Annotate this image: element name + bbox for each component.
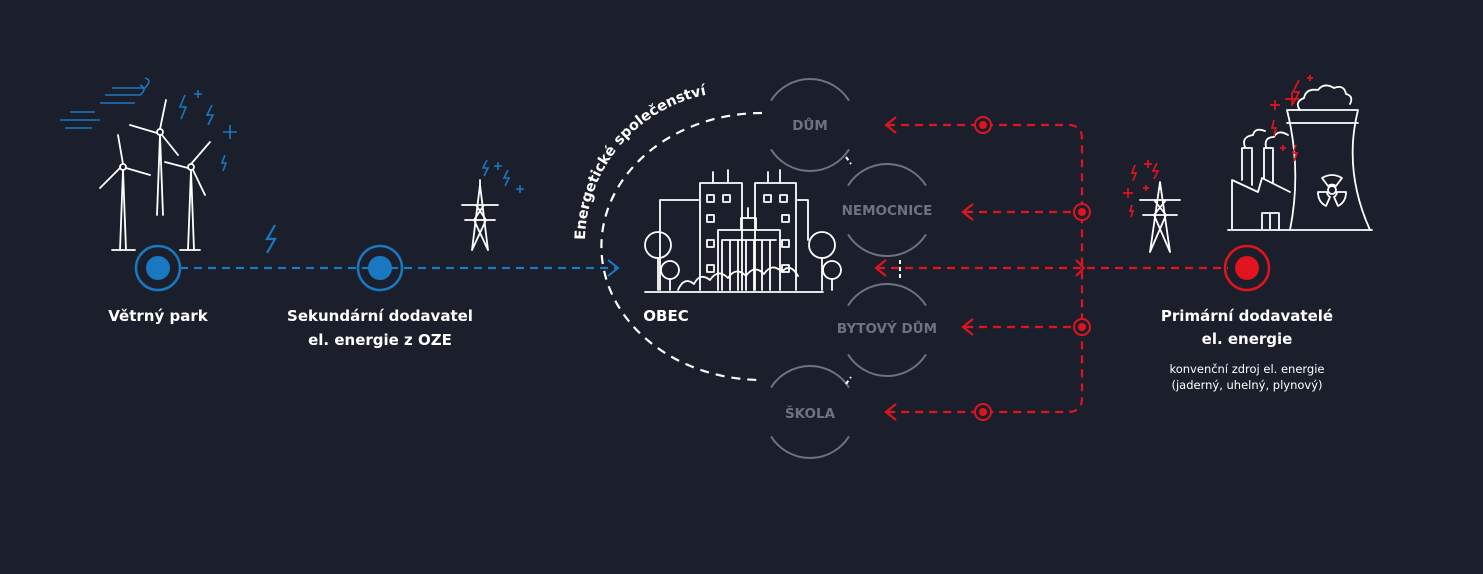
community-title: Energetické společenství (573, 83, 708, 240)
secondary-supplier-label-1: Sekundární dodavatel (287, 307, 473, 325)
primary-supplier-node[interactable] (1223, 244, 1271, 292)
arrow-icon (607, 259, 620, 277)
wind-turbines-icon (60, 77, 277, 254)
member-circle (847, 163, 927, 257)
secondary-supplier-label-2: el. energie z OZE (308, 331, 452, 349)
primary-pylon-icon (1123, 160, 1181, 253)
primary-supplier-desc-1: konvenční zdroj el. energie (1169, 362, 1324, 376)
member-links (845, 156, 901, 385)
member-circle (770, 78, 850, 172)
member-circle (770, 365, 850, 459)
wind-park-label: Větrný park (108, 307, 208, 325)
primary-supplier-desc-2: (jaderný, uhelný, plynový) (1171, 378, 1322, 392)
red-junction-nodes (974, 116, 1091, 421)
member-bytovy-dum[interactable]: BYTOVÝ DŮM (837, 319, 937, 337)
member-skola[interactable]: ŠKOLA (785, 404, 836, 422)
municipality-label: OBEC (643, 307, 688, 325)
secondary-supplier-node[interactable] (356, 244, 404, 292)
power-plant-icon (1227, 75, 1373, 231)
wind-park-node[interactable] (134, 244, 182, 292)
primary-supplier-label-2: el. energie (1202, 330, 1293, 348)
primary-supplier-label-1: Primární dodavatelé (1161, 307, 1333, 325)
member-nemocnice[interactable]: NEMOCNICE (842, 203, 933, 219)
secondary-pylon-icon (461, 159, 524, 251)
conventional-flow (874, 116, 1228, 421)
renewable-flow (180, 259, 620, 277)
municipality-building-icon (644, 169, 842, 293)
member-circle (847, 283, 927, 377)
member-dum[interactable]: DŮM (792, 116, 828, 134)
community-boundary (600, 111, 763, 382)
